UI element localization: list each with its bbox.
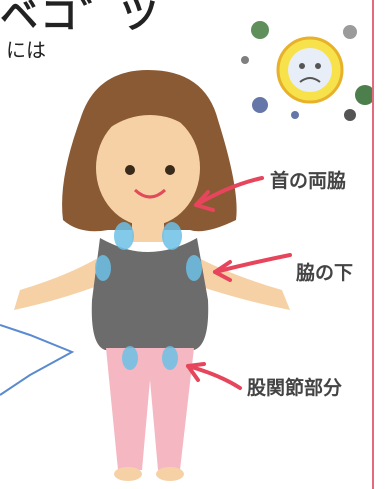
label-groin: 股関節部分 [247, 377, 343, 399]
right-accent-rule [372, 0, 386, 489]
page-title-fragment: ベコ゛ツ [0, 0, 161, 37]
arrow-groin [186, 362, 242, 390]
label-armpit: 脇の下 [296, 262, 354, 284]
subtitle-fragment: には [6, 38, 46, 62]
woman-figure [14, 70, 290, 481]
arrow-neck [194, 176, 264, 212]
germ-cluster-illustration [241, 21, 375, 121]
label-neck: 首の両脇 [270, 170, 347, 192]
speech-bubble-tail [0, 324, 75, 396]
arrow-armpit [213, 253, 292, 282]
